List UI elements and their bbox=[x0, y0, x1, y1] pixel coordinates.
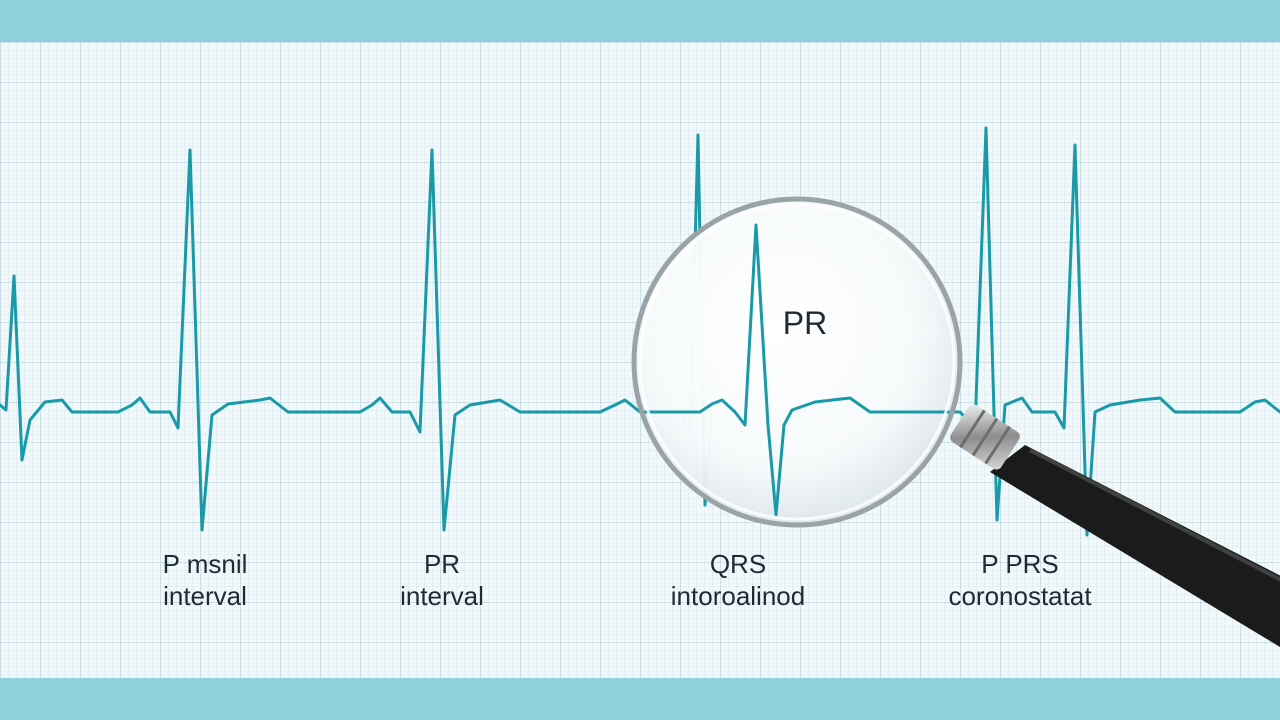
bottom-band bbox=[0, 678, 1280, 720]
magnifier-handle bbox=[950, 404, 1280, 647]
interval-label-3-line1: QRS bbox=[709, 549, 767, 579]
interval-label-1-line2: interval bbox=[163, 581, 247, 611]
magnifier-ferrule bbox=[950, 404, 1020, 470]
interval-label-4-line1: P PRS bbox=[981, 549, 1059, 579]
interval-label-3-line2: intoroalinod bbox=[670, 581, 806, 611]
magnifier-label: PR bbox=[782, 305, 828, 341]
interval-label-2-line1: PR bbox=[423, 549, 461, 579]
magnified-ecg-trace bbox=[634, 223, 960, 517]
interval-label-3: QRS intoroalinod bbox=[628, 548, 848, 612]
ecg-trace bbox=[0, 126, 1280, 537]
interval-label-4: P PRS coronostatat bbox=[910, 548, 1130, 612]
interval-label-2-line2: interval bbox=[400, 581, 484, 611]
magnifying-glass-icon bbox=[631, 196, 963, 528]
interval-label-1: P msnil interval bbox=[95, 548, 315, 612]
top-band bbox=[0, 0, 1280, 42]
interval-label-2: PR interval bbox=[332, 548, 552, 612]
interval-label-1-line1: P msnil bbox=[162, 549, 248, 579]
interval-label-4-line2: coronostatat bbox=[948, 581, 1092, 611]
